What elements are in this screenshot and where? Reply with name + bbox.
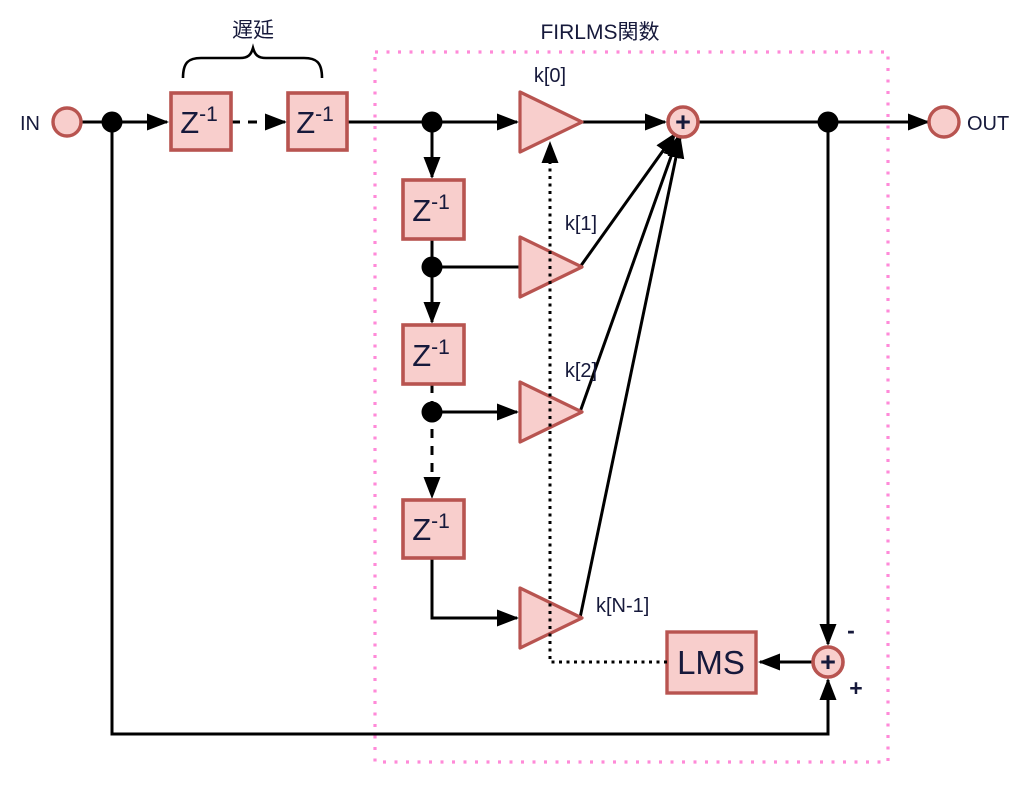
- wire-in-feedback-to-error-summer: [110, 122, 837, 736]
- in-label: IN: [20, 113, 40, 135]
- error-summer-symbol: +: [820, 647, 836, 677]
- error-summer-minus-port: -: [847, 617, 855, 643]
- function-box-label: FIRLMS関数: [540, 21, 659, 44]
- junction-input: [101, 111, 123, 133]
- delay-group-brace: [181, 43, 324, 79]
- gain-triangle-k0: [518, 90, 584, 154]
- delay-group-label: 遅延: [232, 19, 274, 42]
- gain-triangle-k2: [518, 380, 584, 444]
- delay-block-c: [401, 498, 466, 560]
- output-summer-symbol: +: [675, 107, 691, 137]
- lms-label: LMS: [677, 644, 745, 681]
- junction-tap0: [421, 111, 443, 133]
- gain-k0-label: k[0]: [534, 65, 566, 87]
- delay-block-b: [401, 323, 466, 386]
- error-summer: [811, 645, 845, 679]
- delay-block-a: [401, 178, 466, 241]
- wire-gain2-to-summer: [578, 135, 680, 413]
- lms-block: [665, 630, 758, 695]
- in-terminal: [51, 106, 83, 138]
- delay-block-1: [169, 91, 233, 152]
- wire-lms-coefficient-update: [541, 141, 667, 664]
- junction-tap2: [421, 401, 443, 423]
- labels: IN OUT 遅延 FIRLMS関数 Z-1 Z-1 Z-1 Z-1 Z-1 k…: [20, 19, 1009, 701]
- connectors: [51, 105, 961, 679]
- gain-triangle-kn1: [518, 586, 584, 650]
- out-label: OUT: [967, 113, 1009, 135]
- wires: [81, 113, 930, 736]
- wire-gainN-to-summer: [578, 136, 685, 619]
- junction-output: [817, 111, 839, 133]
- delay-block-2-label: Z-1: [296, 103, 334, 140]
- output-summer: [666, 105, 700, 139]
- out-terminal: [927, 105, 961, 139]
- wire-gain1-to-summer: [578, 132, 677, 268]
- gain-k2-label: k[2]: [565, 360, 597, 382]
- error-summer-plus-port: +: [849, 675, 862, 701]
- delay-block-2: [286, 91, 349, 152]
- gain-k1-label: k[1]: [565, 213, 597, 235]
- delay-block-a-label: Z-1: [412, 191, 450, 228]
- gain-kn1-label: k[N-1]: [596, 595, 649, 617]
- delay-block-b-label: Z-1: [412, 336, 450, 373]
- delay-block-c-label: Z-1: [412, 510, 450, 547]
- wire-delayC-to-gainN: [430, 558, 519, 627]
- nodes: [169, 90, 758, 695]
- junction-tap1: [421, 256, 443, 278]
- delay-block-1-label: Z-1: [180, 103, 218, 140]
- firlms-function-boundary: [373, 50, 890, 764]
